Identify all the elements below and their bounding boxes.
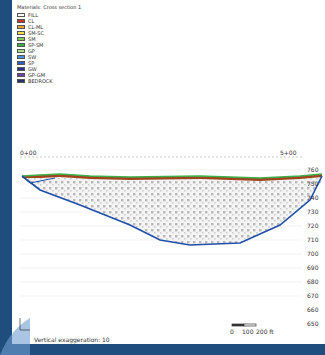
- elevation-label: 740: [307, 194, 318, 201]
- legend-swatch: [17, 37, 25, 41]
- legend-swatch: [17, 25, 25, 29]
- legend-text: SP: [28, 60, 34, 66]
- legend-row: SM-SC: [17, 30, 53, 36]
- legend-row: SM: [17, 36, 53, 42]
- elevation-label: 670: [307, 292, 318, 299]
- basin-boundary: [22, 176, 322, 245]
- elevation-label: 690: [307, 264, 318, 271]
- clay-layer: [22, 174, 322, 181]
- legend-swatch: [17, 43, 25, 47]
- elevation-label: 750: [307, 180, 318, 187]
- legend-swatch: [17, 61, 25, 65]
- elevation-label: 660: [307, 306, 318, 313]
- corner-swoosh: [0, 318, 30, 355]
- legend-text: SW: [28, 54, 36, 60]
- legend-text: BEDROCK: [28, 78, 53, 84]
- legend-row: GP: [17, 48, 53, 54]
- elevation-label: 680: [307, 278, 318, 285]
- legend-title: Materials: Cross section 1: [17, 4, 81, 11]
- scale-label: 200 ft: [256, 328, 274, 335]
- legend-row: SP-SM: [17, 42, 53, 48]
- lens-boundary: [22, 176, 55, 183]
- top-dashed-line: [20, 157, 302, 158]
- legend-swatch: [17, 13, 25, 17]
- scale-bar: [232, 324, 256, 326]
- elevation-label: 650: [307, 320, 318, 327]
- legend-text: SP-SM: [28, 42, 43, 48]
- legend-swatch: [17, 49, 25, 53]
- elevation-label: 730: [307, 208, 318, 215]
- legend-swatch: [17, 55, 25, 59]
- legend-text: CL-ML: [28, 24, 43, 30]
- elevation-label: 710: [307, 236, 318, 243]
- sand-body: [22, 177, 322, 245]
- legend-swatch: [17, 19, 25, 23]
- legend-text: CL: [28, 18, 34, 24]
- scale-label: 100: [242, 328, 253, 335]
- legend-text: SM-SC: [28, 30, 44, 36]
- elevation-label: 700: [307, 250, 318, 257]
- station-label: 5+00: [280, 149, 296, 156]
- legend-row: BEDROCK: [17, 78, 53, 84]
- elevation-label: 760: [307, 166, 318, 173]
- scale-label: 0: [230, 328, 234, 335]
- view-panel: [12, 0, 325, 344]
- legend-swatch: [17, 67, 25, 71]
- legend-row: GW: [17, 66, 53, 72]
- legend-row: SW: [17, 54, 53, 60]
- axis-triad: [20, 318, 30, 330]
- station-label: 0+00: [20, 149, 36, 156]
- legend-row: CL-ML: [17, 24, 53, 30]
- legend-row: SP: [17, 60, 53, 66]
- exaggeration-note: Vertical exaggeration: 10: [34, 336, 110, 343]
- legend-row: CL: [17, 18, 53, 24]
- legend: FILLCLCL-MLSM-SCSMSP-SMGPSWSPGWGP-GMBEDR…: [17, 12, 53, 84]
- legend-row: GP-GM: [17, 72, 53, 78]
- elevation-label: 720: [307, 222, 318, 229]
- legend-text: GP: [28, 48, 35, 54]
- legend-swatch: [17, 31, 25, 35]
- legend-text: GW: [28, 66, 37, 72]
- legend-text: SM: [28, 36, 36, 42]
- legend-text: GP-GM: [28, 72, 45, 78]
- legend-swatch: [17, 79, 25, 83]
- legend-row: FILL: [17, 12, 53, 18]
- legend-swatch: [17, 73, 25, 77]
- ground-surface: [22, 174, 322, 178]
- legend-text: FILL: [28, 12, 38, 18]
